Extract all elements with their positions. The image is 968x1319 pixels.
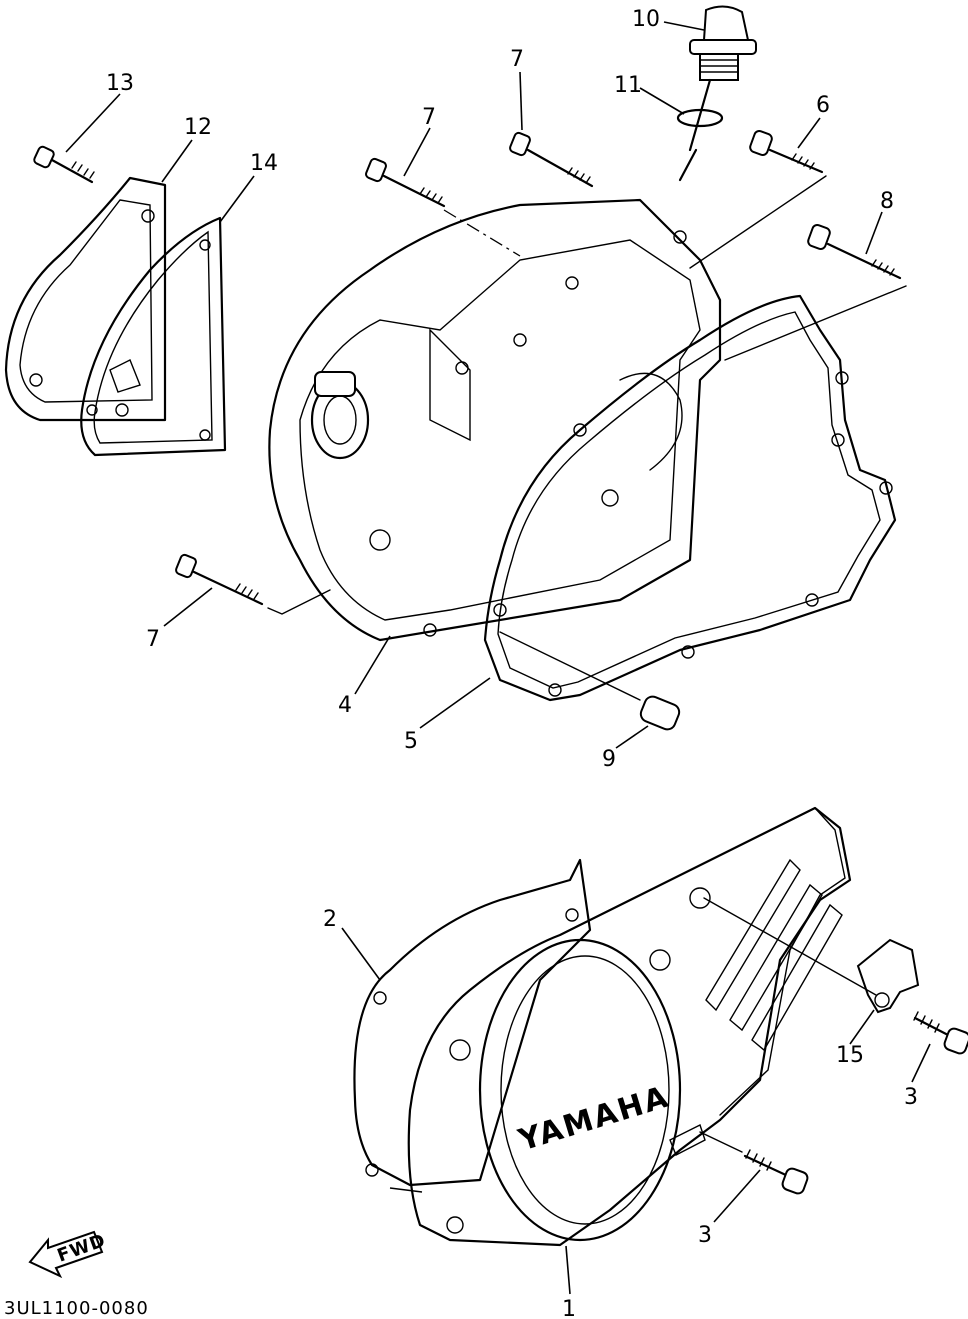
small-gasket-part-14 xyxy=(80,216,227,457)
bolt-part-7-upper-center xyxy=(509,131,594,188)
leader-lines xyxy=(65,21,931,1295)
bolt-part-3-lower xyxy=(699,1131,809,1195)
callout-3-right: 3 xyxy=(904,1085,918,1110)
callout-4: 4 xyxy=(338,693,352,718)
callout-13: 13 xyxy=(106,71,134,96)
callout-8: 8 xyxy=(880,189,894,214)
drawing-code: 3UL1100-0080 xyxy=(4,1298,149,1319)
bolt-part-3-right xyxy=(913,1011,968,1055)
yamaha-logo: YAMAHA xyxy=(514,1079,674,1158)
bolt-part-13 xyxy=(33,145,95,184)
clamp-plate-part-15 xyxy=(703,897,920,1014)
callout-7-top: 7 xyxy=(510,47,524,72)
callout-14: 14 xyxy=(250,151,278,176)
callout-10: 10 xyxy=(632,7,660,32)
bolt-part-8 xyxy=(724,223,907,361)
bolt-part-6 xyxy=(689,129,827,269)
bolt-part-7-upper-left xyxy=(365,157,521,257)
callout-11: 11 xyxy=(614,73,642,98)
forward-direction-arrow: FWD xyxy=(28,1230,109,1279)
callout-7-left: 7 xyxy=(146,627,160,652)
callout-5: 5 xyxy=(404,729,418,754)
callout-3-lower: 3 xyxy=(698,1223,712,1248)
callout-2: 2 xyxy=(323,907,337,932)
callout-12: 12 xyxy=(184,115,212,140)
crankcase-gasket-part-2 xyxy=(353,858,592,1187)
o-ring-part-11 xyxy=(676,108,724,128)
crankcase-gasket-part-5 xyxy=(483,294,897,702)
dowel-pin-part-9 xyxy=(499,631,681,731)
callout-1: 1 xyxy=(562,1297,576,1319)
callout-9: 9 xyxy=(602,747,616,772)
oil-dipstick-part-10 xyxy=(678,5,757,182)
bolt-part-7-left xyxy=(175,553,331,615)
small-cover-part-12 xyxy=(4,176,167,422)
callout-6: 6 xyxy=(816,93,830,118)
callouts: 1 2 3 3 4 5 6 7 7 7 8 9 10 11 12 13 14 1… xyxy=(106,7,918,1319)
yamaha-logo-text: YAMAHA xyxy=(514,1079,674,1158)
callout-7-upper-left: 7 xyxy=(422,105,436,130)
crankcase-cover-part-1 xyxy=(407,806,852,1247)
crankcase-cover-part-4 xyxy=(268,198,722,642)
callout-15: 15 xyxy=(836,1043,864,1068)
